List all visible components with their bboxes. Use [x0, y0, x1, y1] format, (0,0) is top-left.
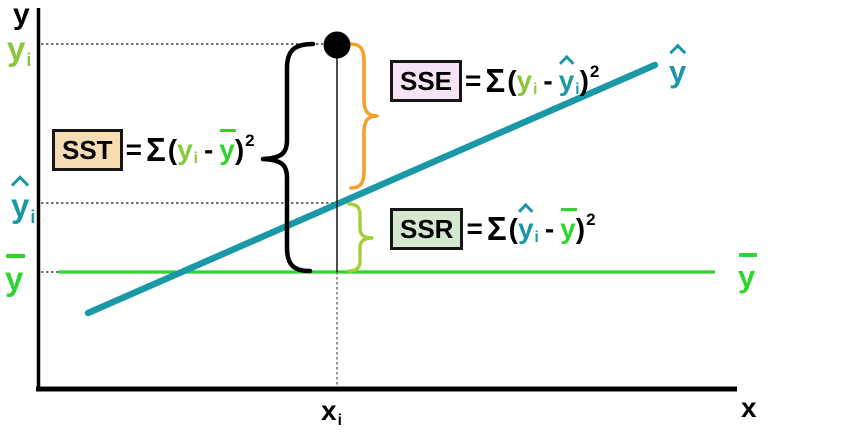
open-paren: (	[507, 64, 517, 96]
minus-sign: -	[544, 212, 555, 244]
equals-sign: =	[465, 64, 482, 96]
sse-term1-subscript: i	[533, 81, 538, 99]
minus-sign: -	[203, 133, 214, 165]
ssr-term2-base: y	[560, 212, 576, 244]
ssr-term1-subscript: i	[534, 229, 539, 247]
tick-label-yhat-i: yi	[11, 175, 35, 226]
equals-sign: =	[125, 133, 142, 165]
tick-label-yi: yi	[7, 30, 31, 69]
ssr-brace	[347, 202, 374, 273]
regression-label-base: y	[669, 54, 687, 89]
yi-subscript: i	[26, 49, 32, 70]
sst-box: SST	[52, 128, 123, 171]
bar-accent	[560, 207, 577, 211]
close-paren: )	[579, 64, 589, 96]
sse-brace	[349, 42, 379, 190]
bar-accent	[738, 253, 757, 257]
x-tick-base: x	[321, 395, 337, 426]
squared-exponent: 2	[245, 130, 255, 150]
mean-label-base: y	[738, 259, 756, 294]
minus-sign: -	[543, 64, 553, 96]
sst-formula-row: SST = Σ ( yi - y ) 2	[52, 128, 255, 171]
equals-sign: =	[466, 212, 483, 244]
x-tick-subscript: i	[337, 411, 342, 429]
sst-term2-base: y	[219, 133, 235, 165]
squared-exponent: 2	[589, 61, 600, 81]
ssr-box: SSR	[390, 207, 464, 250]
x-axis-label: x	[741, 392, 757, 423]
sst-brace	[260, 41, 316, 274]
yi-base: y	[7, 30, 26, 67]
sse-formula-row: SSE = Σ ( yi - yi ) 2	[390, 54, 600, 102]
sigma-symbol: Σ	[485, 62, 506, 99]
x-tick-label: xi	[321, 395, 342, 429]
close-paren: )	[575, 212, 586, 244]
sst-term1-subscript: i	[193, 150, 198, 168]
squared-exponent: 2	[586, 209, 596, 229]
open-paren: (	[508, 212, 518, 244]
ybar-base: y	[5, 260, 24, 297]
open-paren: (	[167, 133, 178, 165]
sst-term1-base: y	[177, 133, 193, 165]
sse-term2-subscript: i	[575, 81, 580, 99]
sigma-symbol: Σ	[145, 131, 166, 168]
sse-box: SSE	[390, 59, 463, 102]
tick-label-ybar: y	[5, 253, 25, 297]
data-point	[323, 31, 351, 59]
ssr-formula-row: SSR = Σ ( yi - y ) 2	[390, 202, 596, 251]
ssr-term1-base: y	[517, 212, 534, 244]
yhat-i-subscript: i	[30, 206, 36, 227]
mean-line-label: y	[738, 253, 757, 294]
yhat-i-base: y	[11, 187, 30, 224]
bar-accent	[5, 253, 25, 258]
regression-line-label: y	[668, 43, 687, 89]
sse-term2-base: y	[558, 64, 575, 96]
sigma-symbol: Σ	[486, 210, 507, 247]
bar-accent	[219, 128, 237, 132]
sse-term1-base: y	[516, 64, 533, 96]
regression-line	[84, 61, 659, 317]
close-paren: )	[234, 133, 245, 165]
y-axis-label: y	[13, 0, 30, 31]
